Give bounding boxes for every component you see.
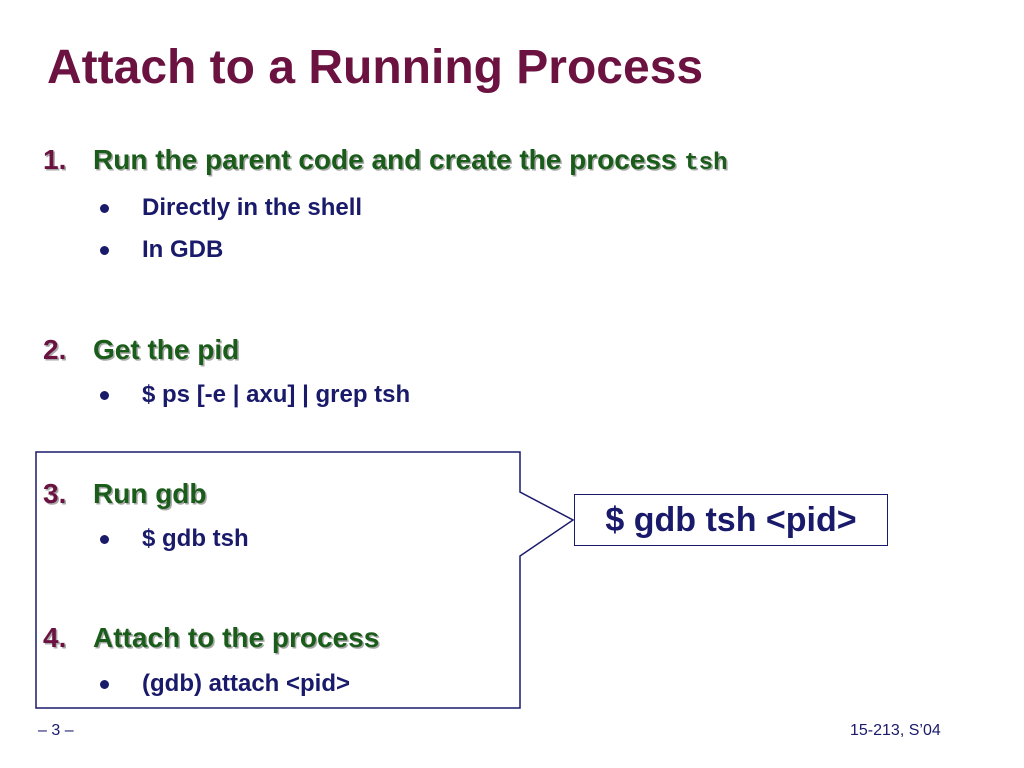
step-code: tsh [684, 150, 728, 177]
step-number: 3. [43, 478, 67, 509]
step-number: 4. [43, 622, 67, 653]
bullet-text: In GDB [142, 236, 224, 263]
bullet-dot-icon [100, 680, 109, 689]
slide-title: Attach to a Running Process [47, 41, 704, 94]
bullet-dot-icon [100, 204, 109, 213]
step-number: 2. [43, 334, 67, 365]
slide-page-number: – 3 – [38, 722, 74, 739]
bullet-dot-icon [100, 246, 109, 255]
bullet-dot-icon [100, 535, 109, 544]
step-text: Attach to the process [93, 622, 380, 653]
step-text: Get the pid [93, 334, 240, 365]
bullet-text: $ ps [-e | axu] | grep tsh [142, 381, 411, 408]
callout-command-box: $ gdb tsh <pid> [574, 494, 888, 546]
step-number: 1. [43, 144, 67, 175]
course-label: 15-213, S’04 [850, 722, 941, 739]
bullet-text: (gdb) attach <pid> [142, 670, 351, 697]
bullet-text: $ gdb tsh [142, 525, 249, 552]
step-text: Run gdb [93, 478, 207, 509]
bullet-dot-icon [100, 391, 109, 400]
bullet-text: Directly in the shell [142, 194, 363, 221]
step-text: Run the parent code and create the proce… [93, 144, 728, 177]
